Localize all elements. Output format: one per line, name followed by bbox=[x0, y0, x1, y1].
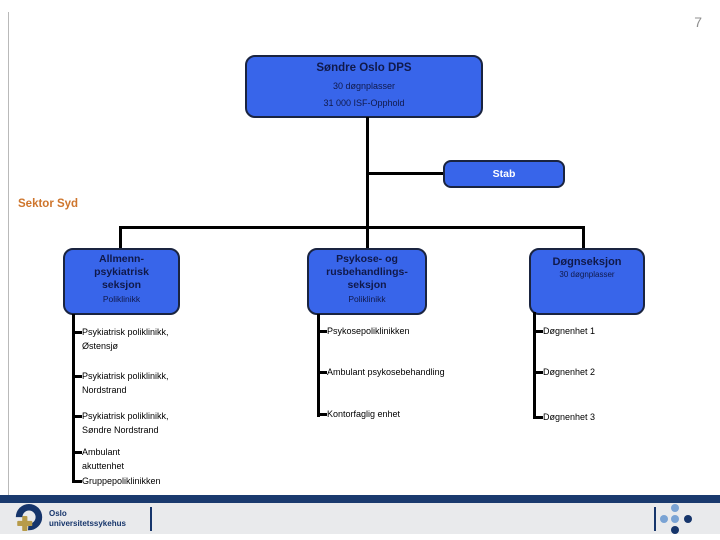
tick-col3-1 bbox=[535, 330, 543, 333]
tick-col1-4 bbox=[74, 451, 82, 454]
item-poliklinikk-ostensjo: Psykiatrisk poliklinikk, Østensjø bbox=[82, 325, 192, 353]
item-line: Psykiatrisk poliklinikk, bbox=[82, 411, 169, 421]
dot-bottom bbox=[671, 526, 679, 534]
tick-col3-2 bbox=[535, 371, 543, 374]
item-poliklinikk-nordstrand: Psykiatrisk poliklinikk, Nordstrand bbox=[82, 369, 192, 397]
dot-mid-left bbox=[660, 515, 668, 523]
dots-cross-icon bbox=[659, 502, 697, 534]
logo-text: Oslo universitetssykehus bbox=[49, 509, 126, 528]
tick-col2-3 bbox=[319, 413, 327, 416]
tick-col1-2 bbox=[74, 375, 82, 378]
section-subtitle: Poliklinikk bbox=[102, 294, 141, 304]
connector-stab bbox=[367, 172, 443, 175]
item-line: Søndre Nordstrand bbox=[82, 425, 159, 435]
item-line: Psykiatrisk poliklinikk, bbox=[82, 371, 169, 381]
item-line: Døgnenhet 3 bbox=[543, 412, 596, 422]
item-line: Østensjø bbox=[82, 341, 119, 351]
item-kontorfaglig-enhet: Kontorfaglig enhet bbox=[327, 407, 472, 421]
section-subtitle: Poliklinikk bbox=[348, 294, 386, 304]
tick-col1-3 bbox=[74, 415, 82, 418]
root-box-isf: 31 000 ISF-Opphold bbox=[323, 98, 405, 108]
dot-mid-right bbox=[684, 515, 692, 523]
item-dognenhet-3: Døgnenhet 3 bbox=[543, 410, 633, 424]
item-line: Psykosepoliklinikken bbox=[327, 326, 410, 336]
item-line: Gruppepoliklinikken bbox=[82, 476, 161, 486]
logo-text-line1: Oslo bbox=[49, 509, 67, 518]
item-line: Ambulant psykosebehandling bbox=[327, 367, 445, 377]
footer-divider-right bbox=[654, 507, 656, 531]
item-line: Døgnenhet 2 bbox=[543, 367, 596, 377]
section-title-line: psykiatrisk bbox=[94, 266, 149, 278]
section-subtitle: 30 døgnplasser bbox=[559, 270, 615, 279]
root-box-capacity: 30 døgnplasser bbox=[332, 81, 396, 91]
section-title-line: Allmenn- bbox=[99, 253, 144, 265]
tick-col1-1 bbox=[74, 331, 82, 334]
connector-left-drop bbox=[119, 226, 122, 248]
footer-divider-left bbox=[150, 507, 152, 531]
hangline-col2 bbox=[317, 314, 320, 417]
section-title-line: rusbehandlings- bbox=[326, 266, 408, 278]
item-gruppepoliklinikken: Gruppepoliklinikken bbox=[82, 474, 202, 488]
page-number: 7 bbox=[694, 14, 702, 30]
tick-col2-1 bbox=[319, 330, 327, 333]
hangline-col1 bbox=[72, 314, 75, 483]
stab-box: Stab bbox=[443, 160, 565, 188]
tick-col1-5 bbox=[74, 480, 82, 483]
item-poliklinikk-sondre-nordstrand: Psykiatrisk poliklinikk, Søndre Nordstra… bbox=[82, 409, 192, 437]
sector-label: Sektor Syd bbox=[18, 198, 79, 210]
section-title-line: Døgnseksjon bbox=[552, 256, 622, 268]
footer-band bbox=[0, 503, 720, 534]
tick-col3-3 bbox=[535, 416, 543, 419]
connector-rail bbox=[119, 226, 585, 229]
item-line: Ambulant bbox=[82, 447, 121, 457]
connector-root-stem bbox=[366, 117, 369, 248]
oslo-universitetssykehus-logo-icon bbox=[15, 503, 43, 532]
section-box-dognseksjon: Døgnseksjon 30 døgnplasser bbox=[529, 248, 645, 315]
footer-bar bbox=[0, 495, 720, 503]
tick-col2-2 bbox=[319, 371, 327, 374]
section-box-allmennpsykiatrisk: Allmenn- psykiatrisk seksjon Poliklinikk bbox=[63, 248, 180, 315]
item-line: Psykiatrisk poliklinikk, bbox=[82, 327, 169, 337]
logo-text-line2: universitetssykehus bbox=[49, 518, 126, 528]
item-ambulant-akuttenhet: Ambulant akuttenhet bbox=[82, 445, 192, 473]
connector-right-drop bbox=[582, 226, 585, 248]
dot-mid-center bbox=[671, 515, 679, 523]
item-line: Døgnenhet 1 bbox=[543, 326, 596, 336]
item-dognenhet-1: Døgnenhet 1 bbox=[543, 324, 633, 338]
stab-label: Stab bbox=[492, 168, 516, 180]
item-line: Nordstrand bbox=[82, 385, 127, 395]
item-ambulant-psykosebehandling: Ambulant psykosebehandling bbox=[327, 365, 472, 379]
root-box-title: Søndre Oslo DPS bbox=[316, 62, 412, 74]
left-edge-line bbox=[8, 12, 9, 496]
hangline-col3 bbox=[533, 312, 536, 419]
item-line: akuttenhet bbox=[82, 461, 125, 471]
section-title-line: seksjon bbox=[347, 279, 387, 291]
dot-top bbox=[671, 504, 679, 512]
section-title-line: seksjon bbox=[101, 279, 142, 291]
item-line: Kontorfaglig enhet bbox=[327, 409, 401, 419]
section-title-line: Psykose- og bbox=[336, 253, 398, 265]
root-box-sondre-oslo-dps: Søndre Oslo DPS 30 døgnplasser 31 000 IS… bbox=[245, 55, 483, 118]
section-box-psykose-rus: Psykose- og rusbehandlings- seksjon Poli… bbox=[307, 248, 427, 315]
item-dognenhet-2: Døgnenhet 2 bbox=[543, 365, 633, 379]
item-psykosepoliklinikken: Psykosepoliklinikken bbox=[327, 324, 472, 338]
